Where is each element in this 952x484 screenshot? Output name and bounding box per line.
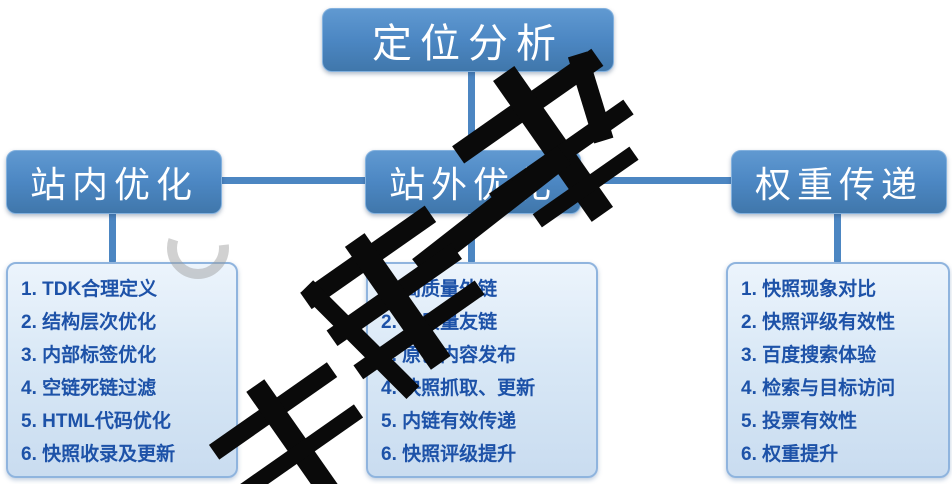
- branch-node-onsite: 站内优化: [6, 150, 222, 214]
- branch-node-weight: 权重传递: [731, 150, 947, 214]
- onsite-item-list: 1. TDK合理定义 2. 结构层次优化 3. 内部标签优化 4. 空链死链过滤…: [6, 262, 238, 478]
- branch-node-label: 站外优化: [388, 164, 557, 205]
- connector-left-branch: [109, 210, 116, 264]
- list-item: 5. 投票有效性: [741, 411, 858, 432]
- list-item: 3. 百度搜索体验: [741, 345, 877, 366]
- list-item: 4. 空链死链过滤: [21, 378, 157, 399]
- connector-root-to-center: [468, 68, 475, 153]
- connector-right-branch: [834, 210, 841, 264]
- weight-item-list: 1. 快照现象对比 2. 快照评级有效性 3. 百度搜索体验 4. 检索与目标访…: [726, 262, 950, 478]
- root-node-label: 定位分析: [372, 22, 564, 66]
- list-item: 1. 快照现象对比: [741, 279, 877, 300]
- list-item: 3. 内部标签优化: [21, 345, 157, 366]
- list-item: 1. 高质量外链: [381, 279, 498, 300]
- connector-center-branch: [468, 210, 475, 264]
- branch-node-label: 权重传递: [754, 164, 923, 205]
- root-node: 定位分析: [322, 8, 614, 72]
- offsite-item-list: 1. 高质量外链 2. 高质量友链 3. 原创内容发布 4. 快照抓取、更新 5…: [366, 262, 598, 478]
- list-item: 3. 原创内容发布: [381, 345, 517, 366]
- list-item: 6. 快照收录及更新: [21, 444, 176, 465]
- list-item: 2. 高质量友链: [381, 312, 498, 333]
- branch-node-offsite: 站外优化: [365, 150, 581, 214]
- list-item: 2. 结构层次优化: [21, 312, 157, 333]
- branch-node-label: 站内优化: [29, 164, 198, 205]
- list-item: 5. HTML代码优化: [21, 411, 171, 432]
- list-item: 4. 快照抓取、更新: [381, 378, 536, 399]
- list-item: 5. 内链有效传递: [381, 411, 517, 432]
- list-item: 4. 检索与目标访问: [741, 378, 896, 399]
- list-item: 2. 快照评级有效性: [741, 312, 896, 333]
- list-item: 6. 快照评级提升: [381, 444, 517, 465]
- list-item: 6. 权重提升: [741, 444, 839, 465]
- list-item: 1. TDK合理定义: [21, 279, 158, 300]
